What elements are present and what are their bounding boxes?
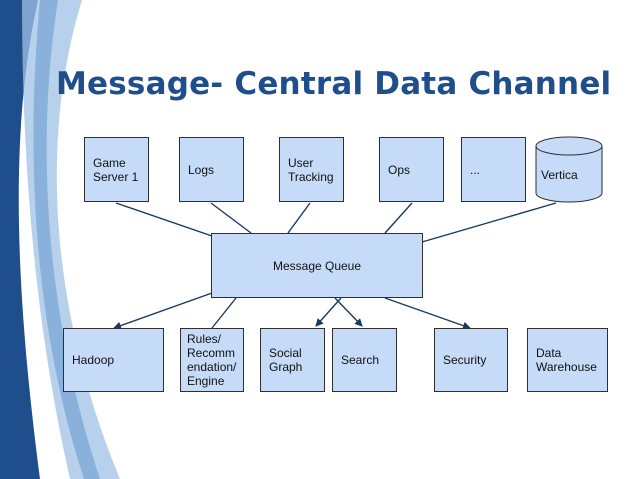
- source-more: ...: [461, 137, 526, 202]
- link-logs-to-queue: [210, 202, 252, 234]
- consumer-security-label: Security: [443, 353, 487, 367]
- source-game-server: Game Server 1: [84, 137, 149, 202]
- left-dark-band: [0, 0, 40, 479]
- link-game-server-to-queue: [115, 202, 213, 237]
- source-vertica-cylinder: [535, 136, 603, 203]
- consumer-data-warehouse-label: Data Warehouse: [536, 346, 597, 374]
- source-user-tracking: User Tracking: [279, 137, 344, 202]
- consumer-rules-engine-label: Rules/ Recomm endation/ Engine: [187, 332, 237, 388]
- consumer-data-warehouse: Data Warehouse: [527, 328, 608, 392]
- source-logs-label: Logs: [188, 162, 215, 177]
- source-ops-label: Ops: [388, 162, 411, 177]
- source-logs: Logs: [179, 137, 244, 202]
- consumer-rules-engine: Rules/ Recomm endation/ Engine: [180, 328, 244, 392]
- link-user-tracking-to-queue: [287, 202, 311, 234]
- consumer-security: Security: [434, 328, 508, 392]
- source-more-label: ...: [470, 162, 481, 177]
- database-icon: [535, 146, 603, 203]
- hub-message-queue-label: Message Queue: [272, 258, 362, 273]
- consumer-social-graph-label: Social Graph: [269, 346, 303, 374]
- consumer-social-graph: Social Graph: [260, 328, 325, 392]
- link-queue-to-security: [384, 297, 471, 330]
- link-queue-to-hadoop: [113, 292, 213, 330]
- slide-title: Message- Central Data Channel: [56, 66, 612, 102]
- consumer-search-label: Search: [341, 353, 380, 367]
- source-game-server-label: Game Server 1: [93, 155, 139, 184]
- consumer-search: Search: [332, 328, 397, 392]
- link-queue-to-social-graph: [315, 297, 342, 327]
- link-vertica-to-queue: [421, 202, 557, 243]
- source-vertica-label: Vertica: [541, 168, 578, 182]
- link-queue-to-search: [334, 297, 363, 327]
- source-ops: Ops: [379, 137, 444, 202]
- hub-message-queue: Message Queue: [211, 233, 423, 298]
- source-user-tracking-label: User Tracking: [288, 155, 334, 184]
- consumer-hadoop-label: Hadoop: [72, 353, 115, 367]
- consumer-hadoop: Hadoop: [63, 328, 164, 392]
- link-ops-to-queue: [384, 202, 413, 234]
- link-queue-to-rules-engine: [211, 297, 237, 329]
